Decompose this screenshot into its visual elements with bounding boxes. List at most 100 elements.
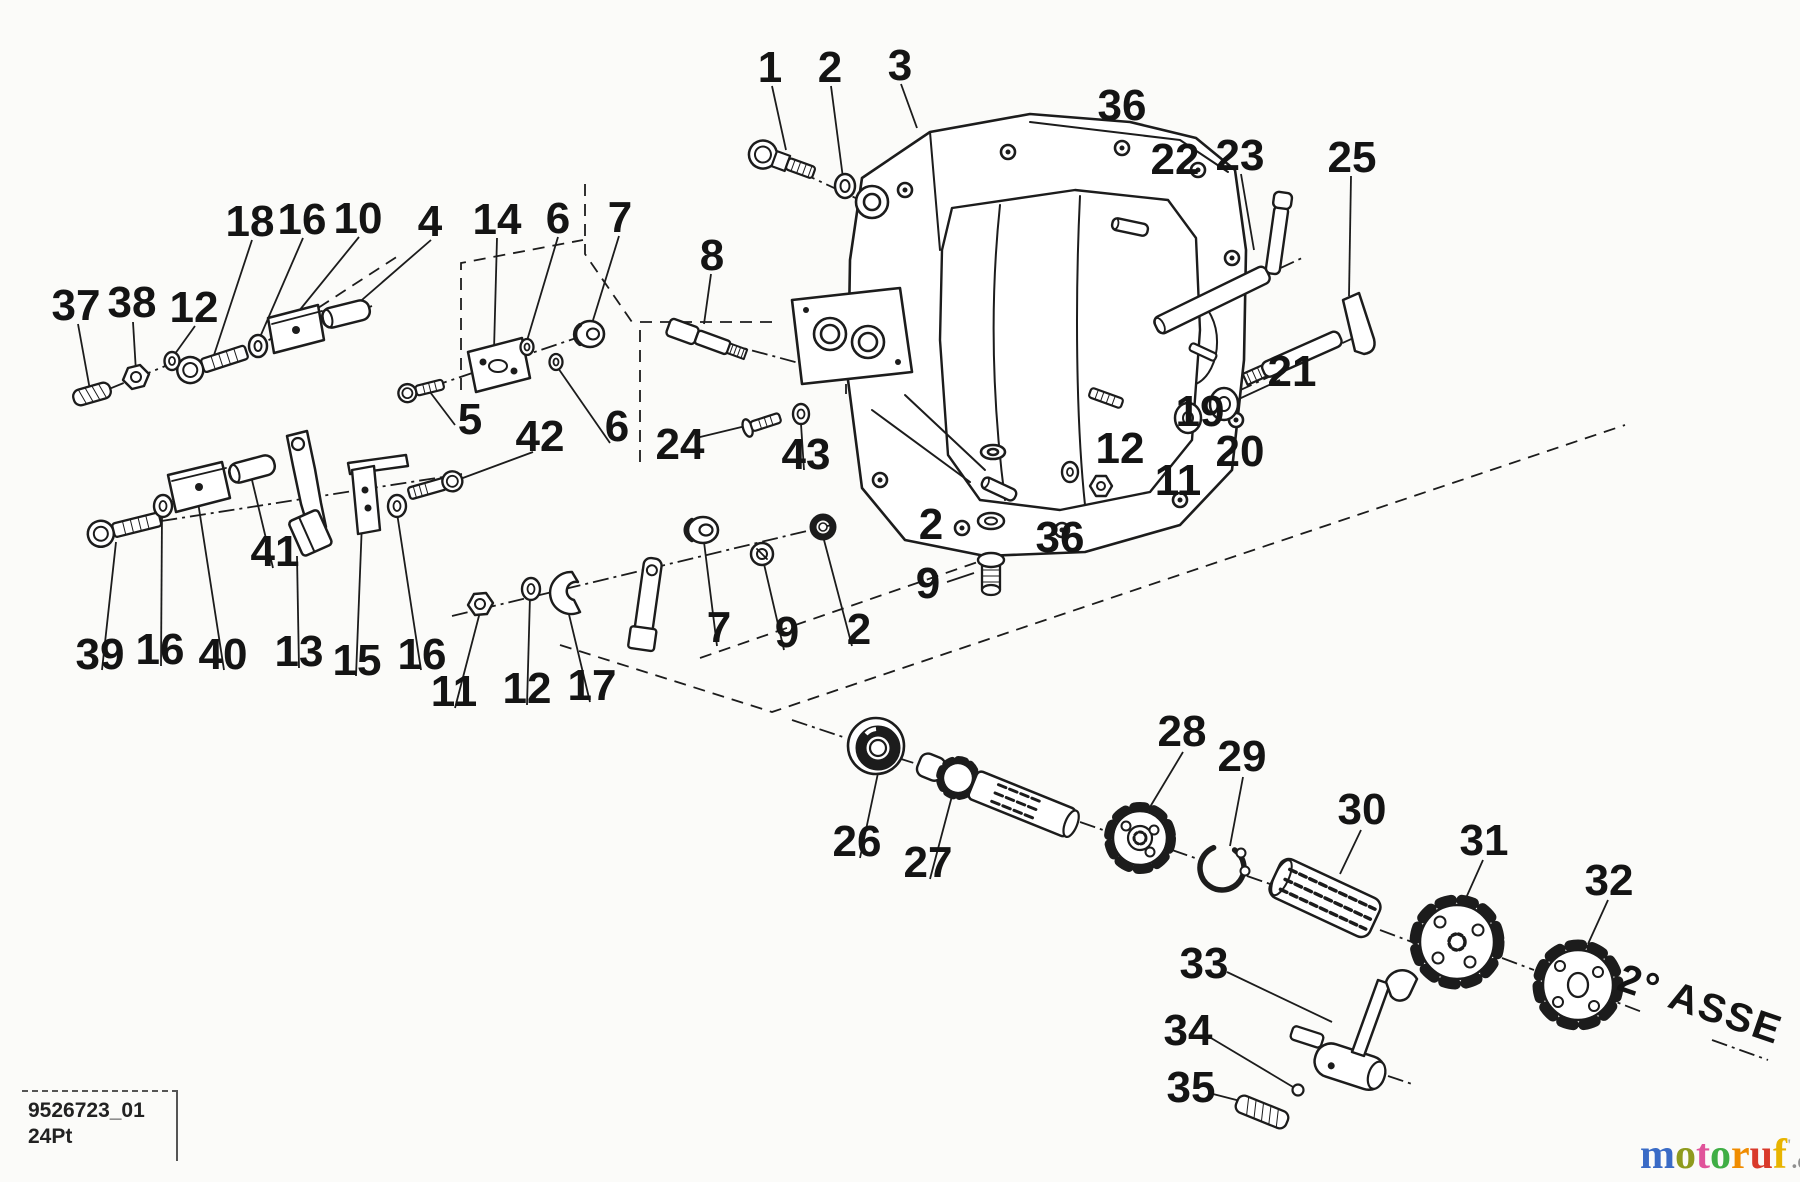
callout-25: 25 [1327,133,1377,182]
plug-bolt-1 [747,139,817,179]
callout-38: 38 [107,278,157,327]
seal-washer-2-bottom [976,511,1006,531]
screw-9-mid [749,541,775,567]
callout-36: 36 [1035,513,1085,562]
shift-shaft-23 [1153,190,1294,335]
sprocket-gear-31 [1409,894,1505,990]
motoruf-logo-word: motoruf [1640,1132,1787,1178]
callout-41: 41 [250,527,300,576]
logo-letter: r [1731,1132,1750,1178]
splined-shaft-30 [1268,857,1382,939]
shift-lever-13 [285,429,333,557]
bearing-cap-7-mid [683,515,720,545]
bolt-18 [176,344,249,385]
callout-31: 31 [1459,816,1509,865]
callout-35: 35 [1166,1063,1216,1112]
logo-letter: m [1640,1132,1675,1178]
sprocket-gear-28 [1104,802,1176,874]
guide-plate-14 [466,336,532,394]
callout-12: 12 [169,283,219,332]
washer-16-top [247,333,269,359]
callout-9: 9 [915,559,941,608]
callout-11: 11 [430,667,478,716]
primary-shaft-27 [915,752,1080,838]
stud-19 [1088,387,1124,409]
washer-6-a [519,337,535,357]
callout-40: 40 [198,630,248,679]
nut-11-bottom [466,591,495,617]
bearing-26 [846,716,906,776]
selector-shaft-21-25 [1241,291,1376,386]
callout-39: 39 [75,630,125,679]
plate-10 [266,303,326,355]
callout-43: 43 [781,430,831,479]
gearbox-housing [790,112,1248,558]
washer-12-bottom [520,576,542,602]
motoruf-logo-suffix: .de [1791,1148,1800,1173]
callout-5: 5 [457,395,483,444]
washer-6-b [548,352,564,372]
bolt-39 [86,511,163,549]
callout-6: 6 [545,194,571,243]
snap-ring-29 [1197,843,1251,893]
shift-fork-33 [1289,969,1419,1091]
callout-32: 32 [1584,856,1634,905]
callout-12: 12 [502,664,552,713]
dowel-pin-36-top [1110,217,1150,237]
drawing-number-box: 9526723_01 24Pt [22,1090,178,1161]
callout-2: 2 [817,43,843,92]
sprocket-gear-32 [1532,939,1624,1031]
washer-16-d [386,493,408,519]
nut-38 [121,363,151,391]
drawing-number: 9526723_01 [28,1099,145,1122]
callout-22: 22 [1150,135,1200,184]
roll-pin-22 [1188,342,1218,362]
callout-24: 24 [655,420,705,469]
dowel-pin-36-right [980,476,1018,502]
motoruf-logo[interactable]: motoruf'.de [1640,1134,1800,1176]
callout-10: 10 [333,194,383,243]
callout-2: 2 [846,605,872,654]
callout-37: 37 [51,281,101,330]
nut-11-right [1088,474,1114,498]
drain-plug-9-right [976,551,1006,597]
logo-letter: o [1675,1132,1696,1178]
screw-24 [741,412,782,438]
motoruf-logo-tick: ' [1787,1137,1792,1154]
callout-34: 34 [1163,1006,1213,1055]
pin-4 [320,299,372,329]
callout-28: 28 [1157,707,1207,756]
o-ring-2-mid [809,513,837,541]
callout-11: 11 [1154,456,1202,505]
detent-spring-35 [1234,1094,1290,1130]
callout-20: 20 [1215,427,1265,476]
callout-23: 23 [1215,131,1265,180]
callout-42: 42 [515,412,565,461]
callout-3: 3 [887,41,913,90]
callout-15: 15 [332,636,382,685]
detent-hook-17 [548,556,663,653]
callout-1: 1 [757,43,783,92]
callout-16: 16 [277,195,327,244]
callout-36: 36 [1097,81,1147,130]
housing-front-boss [790,286,914,386]
logo-letter: u [1749,1132,1774,1178]
detent-ball-34 [1291,1083,1305,1097]
callout-17: 17 [567,661,617,710]
logo-letter: f [1773,1132,1788,1178]
callout-33: 33 [1179,939,1229,988]
washer-16-c [152,493,174,519]
bracket-15 [346,453,410,536]
callout-8: 8 [699,231,725,280]
callout-14: 14 [472,195,522,244]
callout-19: 19 [1175,387,1225,436]
callout-30: 30 [1337,785,1387,834]
plate-40 [166,460,232,514]
callout-2: 2 [918,500,944,549]
logo-letter: t [1696,1132,1710,1178]
logo-letter: o [1710,1132,1731,1178]
callout-7: 7 [706,603,732,652]
shoulder-screw-8 [665,317,749,361]
callout-16: 16 [135,625,185,674]
